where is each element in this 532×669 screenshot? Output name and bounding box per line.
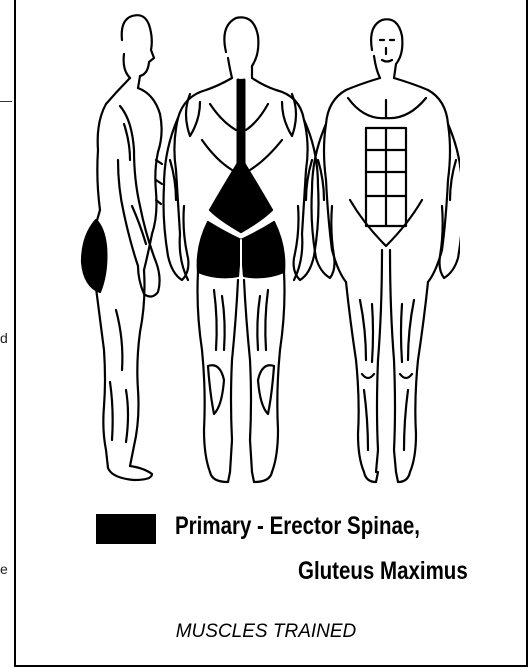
margin-text-fragment: e: [0, 561, 8, 577]
side-view-figure: [82, 15, 162, 480]
muscle-diagram: [60, 10, 460, 490]
diagram-caption: MUSCLES TRAINED: [0, 621, 532, 643]
page-edge-rule: [0, 101, 12, 102]
front-view-figure: [312, 19, 461, 482]
legend-label-primary: Primary - Erector Spinae,: [175, 512, 420, 541]
back-view-figure: [164, 17, 319, 482]
margin-text-fragment: d: [0, 330, 8, 346]
legend-swatch-primary: [96, 514, 156, 544]
legend-label-primary-continued: Gluteus Maximus: [298, 557, 468, 586]
